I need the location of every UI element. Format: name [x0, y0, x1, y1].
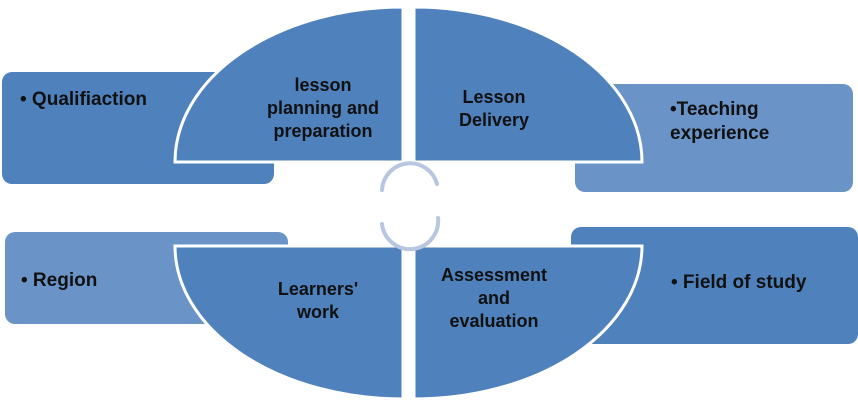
label-learners-work: Learners' work — [277, 279, 359, 322]
label-lesson-planning: lesson planning and preparation — [267, 75, 379, 141]
cycle-arrow-bottom-icon — [380, 216, 441, 252]
cycle-arrow-top-icon — [380, 161, 439, 192]
quadrant-bottom-left — [173, 244, 405, 401]
label-field-of-study: • Field of study — [671, 272, 807, 293]
label-qualification: • Qualifiaction — [20, 89, 147, 110]
label-region: • Region — [21, 270, 98, 291]
label-assessment-evaluation: Assessment and evaluation — [440, 265, 548, 331]
quadrant-top-left — [173, 5, 405, 164]
label-teaching-experience: •Teaching experience — [670, 99, 770, 144]
quadrant-top-right — [412, 5, 644, 164]
quadrant-bottom-right — [412, 244, 644, 401]
label-lesson-delivery: Lesson Delivery — [458, 87, 530, 130]
